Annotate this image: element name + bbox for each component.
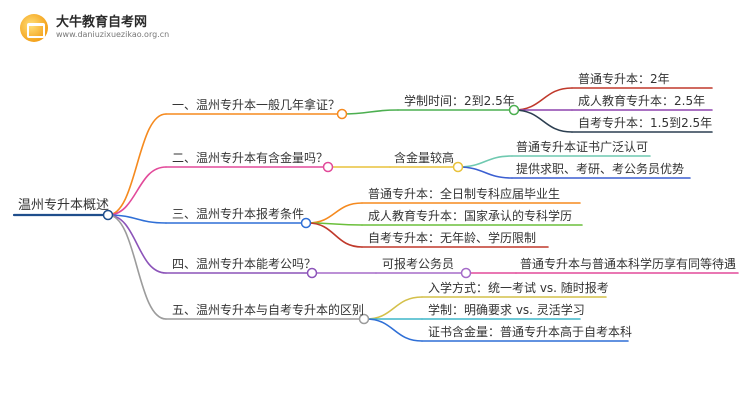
branch-3-leaf-3-connector <box>307 222 363 248</box>
branch-1-sub-node <box>508 104 520 116</box>
branch-1-sub-label: 学制时间：2到2.5年 <box>404 94 515 108</box>
branch-1-leaf-1-connector <box>513 87 573 111</box>
branch-5-label: 五、温州专升本与自考专升本的区别 <box>172 303 365 317</box>
branch-2-connector <box>107 166 167 216</box>
branch-5-leaf-3: 证书含金量：普通专升本高于自考本科 <box>428 325 633 339</box>
branch-1-connector <box>107 113 167 216</box>
branch-1-leaf-1: 普通专升本：2年 <box>578 72 670 86</box>
branch-3-node <box>300 217 312 229</box>
branch-5-leaf-2: 学制：明确要求 vs. 灵活学习 <box>428 303 585 317</box>
branch-2-leaf-2-connector <box>457 166 513 179</box>
branch-4-label: 四、温州专升本能考公吗？ <box>172 257 317 271</box>
brand-logo: 大牛教育自考网 www.daniuzixuezikao.org.cn <box>20 14 169 42</box>
branch-5-node <box>358 313 370 325</box>
branch-1-leaf-2: 成人教育专升本：2.5年 <box>578 94 706 108</box>
root-node-dot <box>102 209 114 221</box>
branch-4-sub-label: 可报考公务员 <box>382 257 455 271</box>
branch-1-label: 一、温州专升本一般几年拿证？ <box>172 98 341 112</box>
branch-4-connector <box>107 214 167 274</box>
branch-5-connector <box>107 214 167 320</box>
branch-3-leaf-2: 成人教育专升本：国家承认的专科学历 <box>368 209 573 223</box>
branch-5-leaf-1: 入学方式：统一考试 vs. 随时报考 <box>428 281 609 295</box>
brand-title: 大牛教育自考网 <box>56 15 148 31</box>
branch-3-leaf-1-connector <box>307 202 363 224</box>
branch-4-node <box>306 267 318 279</box>
branch-2-leaf-1: 普通专升本证书广泛认可 <box>516 140 649 154</box>
brand-url: www.daniuzixuezikao.org.cn <box>56 29 170 39</box>
branch-3-connector <box>107 214 167 224</box>
branch-2-label: 二、温州专升本有含金量吗？ <box>172 151 329 165</box>
branch-3-leaf-3: 自考专升本：无年龄、学历限制 <box>368 231 537 245</box>
branch-2-sub-label: 含金量较高 <box>394 151 455 165</box>
branch-2-leaf-2: 提供求职、考研、考公务员优势 <box>516 162 685 176</box>
branch-1-sub-connector <box>341 109 399 115</box>
branch-3-leaf-1: 普通专升本：全日制专科应届毕业生 <box>368 187 561 201</box>
book-icon <box>20 14 48 42</box>
branch-4-sub-node <box>460 267 472 279</box>
branch-5-leaf-1-connector <box>365 296 423 320</box>
branch-2-leaf-1-connector <box>457 155 513 168</box>
branch-2-sub-node <box>452 161 464 173</box>
branch-1-node <box>336 108 348 120</box>
branch-1-leaf-3: 自考专升本：1.5到2.5年 <box>578 116 713 130</box>
branch-2-node <box>322 161 334 173</box>
branch-3-label: 三、温州专升本报考条件 <box>172 207 305 221</box>
branch-5-leaf-3-connector <box>365 318 423 342</box>
root-node: 温州专升本概述 <box>18 198 110 213</box>
branch-1-leaf-3-connector <box>513 109 573 133</box>
branch-4-leaf-1: 普通专升本与普通本科学历享有同等待遇 <box>520 257 737 271</box>
